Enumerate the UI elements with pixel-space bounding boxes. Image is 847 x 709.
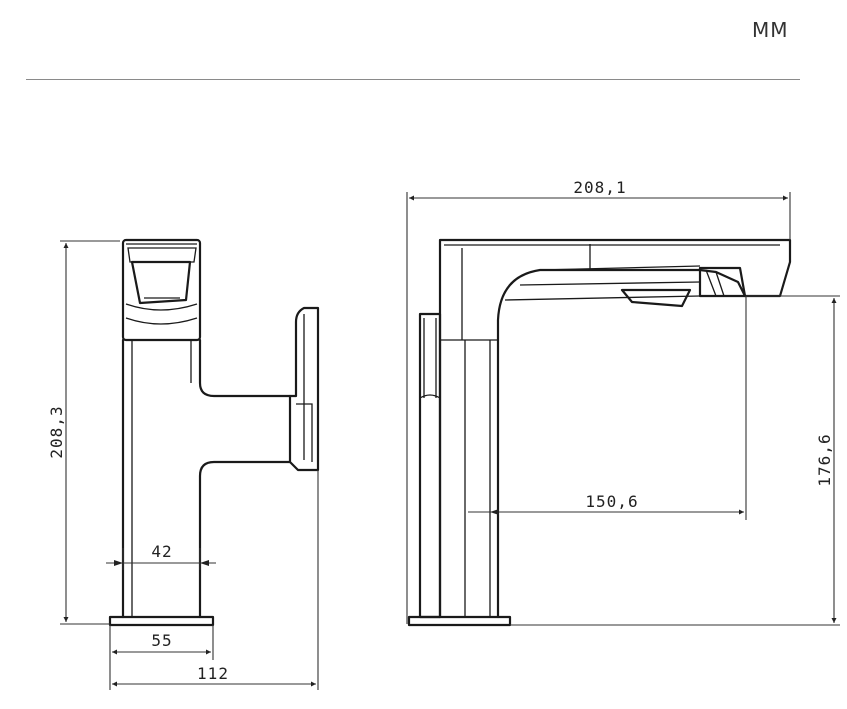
dim-side-spout-reach-label: 150,6	[585, 492, 638, 511]
side-body-outline	[438, 238, 792, 619]
front-lever	[121, 238, 202, 342]
front-side-knob	[288, 306, 320, 472]
dim-front-base-inner-label: 42	[151, 542, 172, 561]
dim-front-total-width: 112	[109, 470, 319, 690]
front-view: 208,3 42 55 112	[47, 238, 320, 690]
unit-label: MM	[752, 18, 789, 42]
dim-side-spout-height-label: 176,6	[815, 433, 834, 486]
dim-side-spout-height: 176,6	[510, 295, 840, 626]
dim-front-height-label: 208,3	[47, 405, 66, 458]
dim-side-total-length-label: 208,1	[573, 178, 626, 197]
dim-front-base-label: 55	[151, 631, 172, 650]
front-base-plate	[108, 615, 215, 627]
dim-front-total-width-label: 112	[197, 664, 229, 683]
side-base-plate	[407, 615, 512, 627]
dim-front-base: 55	[109, 625, 214, 660]
side-view: 208,1 150,6 176,6	[406, 178, 840, 627]
dim-front-height: 208,3	[47, 240, 120, 625]
dim-side-total-length: 208,1	[406, 178, 791, 624]
header-divider	[26, 79, 800, 80]
dim-side-spout-reach: 150,6	[468, 296, 747, 520]
side-spray-head	[620, 266, 747, 308]
side-rear-lever	[418, 312, 442, 619]
front-body-outline	[121, 338, 292, 619]
dim-front-base-inner: 42	[106, 542, 216, 570]
